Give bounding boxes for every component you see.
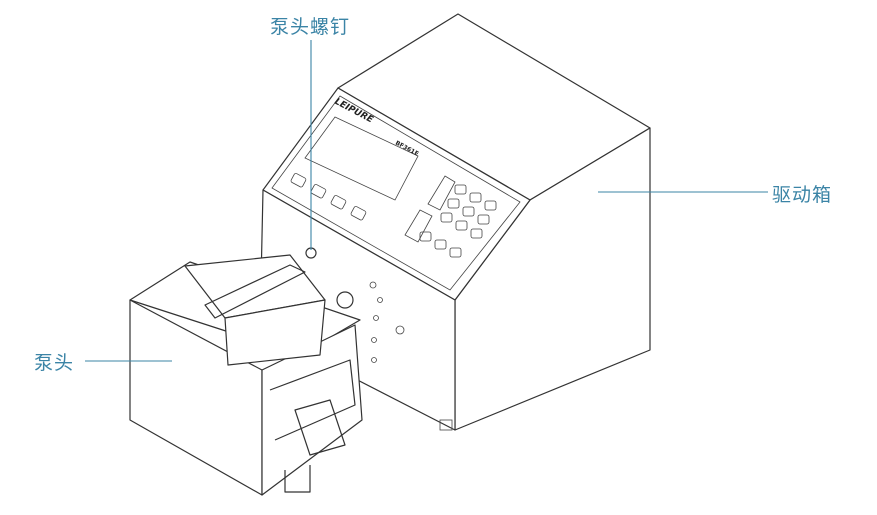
lcd-screen bbox=[304, 116, 419, 201]
label-pump-head-screw: 泵头螺钉 bbox=[270, 16, 351, 38]
drive-box bbox=[259, 13, 651, 431]
function-keys bbox=[290, 173, 367, 221]
label-pump-head: 泵头 bbox=[34, 352, 75, 374]
pump-head bbox=[129, 254, 363, 496]
keypad bbox=[404, 175, 497, 258]
label-drive-box: 驱动箱 bbox=[772, 184, 833, 206]
